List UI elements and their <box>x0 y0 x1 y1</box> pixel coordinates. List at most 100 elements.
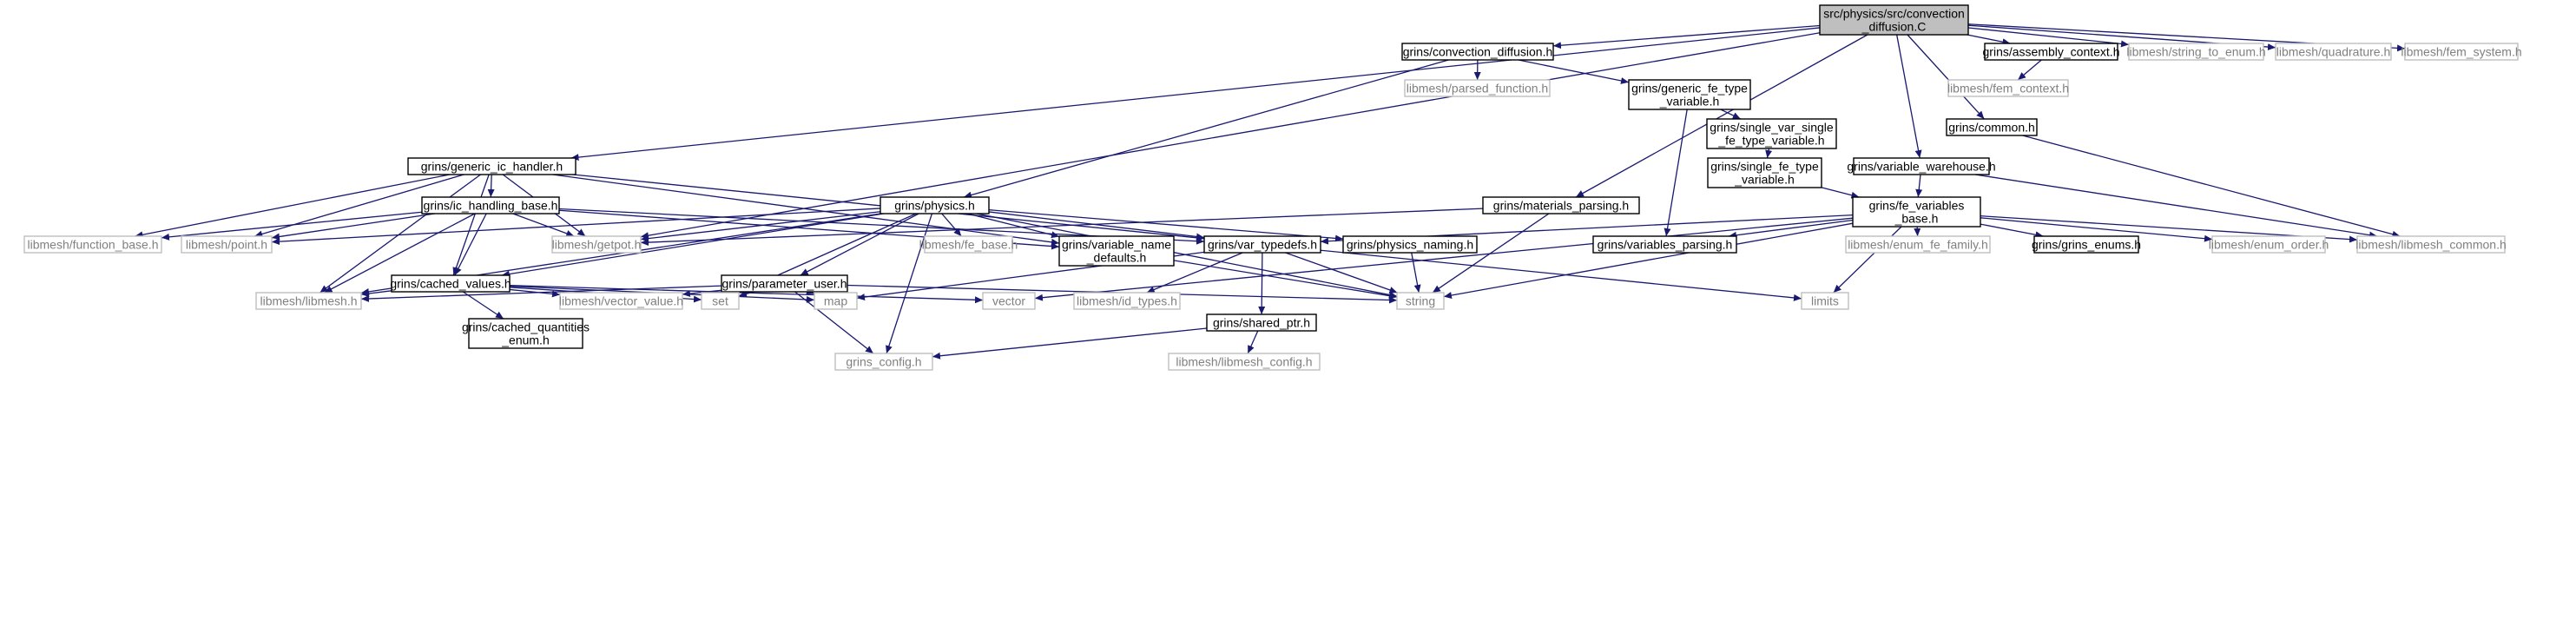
edge-generic_ic-to-var_name_defaults <box>552 174 1060 246</box>
node-box <box>924 235 1013 254</box>
node-label: limits <box>1811 294 1839 308</box>
edge-param_user-to-grins_config <box>794 291 874 354</box>
node-box <box>880 196 990 214</box>
node-label: grins/variables_parsing.h <box>1598 238 1733 252</box>
node-label: libmesh/point.h <box>186 238 267 252</box>
node-box <box>814 292 858 310</box>
node-label: grins/generic_ic_handler.h <box>421 160 563 174</box>
node-map: map <box>814 292 858 310</box>
node-cached_quant[interactable]: grins/cached_quantities_enum.h <box>462 318 590 349</box>
node-fem_context: libmesh/fem_context.h <box>1947 79 2069 97</box>
node-label: grins/fe_variables <box>1869 199 1965 213</box>
node-variables_parsing[interactable]: grins/variables_parsing.h <box>1592 235 1737 254</box>
node-label: _enum.h <box>501 333 549 347</box>
node-ic_base[interactable]: grins/ic_handling_base.h <box>421 196 560 214</box>
edge-fe_vars_base-to-variables_parsing <box>1728 219 1854 239</box>
edge-ic_base-to-function_base <box>161 211 423 241</box>
node-box <box>2033 235 2139 254</box>
node-box <box>421 196 560 214</box>
node-root[interactable]: src/physics/src/convection_diffusion.C <box>1819 4 1969 36</box>
node-conv_diff[interactable]: grins/convection_diffusion.h <box>1401 43 1554 61</box>
node-box <box>834 353 933 371</box>
node-box <box>1706 118 1837 149</box>
node-box <box>2275 43 2392 61</box>
edge-physics-to-physics_naming <box>988 208 1344 242</box>
node-box <box>2211 235 2326 254</box>
node-label: map <box>824 294 847 308</box>
edge-conv_diff-to-physics <box>963 59 1449 199</box>
node-libmesh_config: libmesh/libmesh_config.h <box>1168 353 1321 371</box>
node-id_types: libmesh/id_types.h <box>1073 292 1181 310</box>
node-physics[interactable]: grins/physics.h <box>880 196 990 214</box>
node-box <box>2404 43 2519 61</box>
node-var_typedefs[interactable]: grins/var_typedefs.h <box>1203 235 1321 254</box>
node-label: grins/single_var_single <box>1710 121 1834 135</box>
node-box <box>1073 292 1181 310</box>
node-box <box>1206 313 1317 332</box>
node-label: grins/common.h <box>1948 121 2035 135</box>
node-generic_fe[interactable]: grins/generic_fe_type_variable.h <box>1628 79 1751 110</box>
node-shared_ptr[interactable]: grins/shared_ptr.h <box>1206 313 1317 332</box>
node-libmesh_h: libmesh/libmesh.h <box>255 292 362 310</box>
node-limits: limits <box>1801 292 1849 310</box>
node-box <box>1342 235 1478 254</box>
edge-var_typedefs-to-string <box>1285 252 1398 294</box>
node-grins_enums[interactable]: grins/grins_enums.h <box>2032 235 2141 254</box>
edge-root-to-str_to_enum <box>1967 27 2130 48</box>
node-fe_base: libmesh/fe_base.h <box>919 235 1018 254</box>
edge-physics_naming-to-string <box>1411 252 1421 294</box>
node-box <box>1984 43 2118 61</box>
node-parsed_function: libmesh/parsed_function.h <box>1404 79 1551 97</box>
edge-fe_vars_base-to-enum_order <box>1980 217 2213 242</box>
edge-param_user-to-set <box>738 290 754 298</box>
edge-root-to-conv_diff <box>1552 24 1821 49</box>
node-fe_vars_base[interactable]: grins/fe_variables_base.h <box>1852 196 1981 228</box>
node-assembly_ctx[interactable]: grins/assembly_context.h <box>1983 43 2120 61</box>
node-common[interactable]: grins/common.h <box>1946 118 2038 136</box>
node-fem_system: libmesh/fem_system.h <box>2401 43 2522 61</box>
edge-var_typedefs-to-id_types <box>1146 252 1243 294</box>
node-var_name_defaults[interactable]: grins/variable_name_defaults.h <box>1058 235 1175 267</box>
node-physics_naming[interactable]: grins/physics_naming.h <box>1342 235 1478 254</box>
edge-conv_diff-to-generic_fe <box>1518 59 1630 84</box>
edge-physics-to-point <box>271 208 881 246</box>
node-single_var[interactable]: grins/single_var_single_fe_type_variable… <box>1706 118 1837 149</box>
node-string: string <box>1396 292 1445 310</box>
node-single_fe[interactable]: grins/single_fe_type_variable.h <box>1707 157 1822 188</box>
node-label: grins/variable_name <box>1062 238 1171 252</box>
node-box <box>1396 292 1445 310</box>
node-box <box>391 274 511 293</box>
node-box <box>468 318 583 349</box>
node-cached_values[interactable]: grins/cached_values.h <box>390 274 511 293</box>
node-label: libmesh/getpot.h <box>552 238 642 252</box>
edge-var_warehouse-to-fe_vars_base <box>1915 174 1923 198</box>
edge-generic_ic-to-libmesh_h <box>320 174 481 294</box>
node-label: libmesh/libmesh_config.h <box>1176 355 1312 369</box>
node-label: grins/generic_fe_type <box>1631 82 1748 96</box>
node-label: libmesh/vector_value.h <box>559 294 683 308</box>
edge-var_typedefs-to-limits <box>1320 249 1802 301</box>
node-generic_ic[interactable]: grins/generic_ic_handler.h <box>407 157 576 175</box>
node-box <box>1592 235 1737 254</box>
node-label: grins/parameter_user.h <box>722 277 847 291</box>
node-label: grins/grins_enums.h <box>2032 238 2141 252</box>
node-box <box>1168 353 1321 371</box>
node-vector_value: libmesh/vector_value.h <box>559 292 683 310</box>
edge-ic_base-to-point <box>271 213 435 241</box>
node-var_warehouse[interactable]: grins/variable_warehouse.h <box>1847 157 1996 175</box>
edge-root-to-getpot <box>640 32 1821 240</box>
edge-cached_values-to-libmesh_h <box>360 290 392 297</box>
node-label: libmesh/libmesh_common.h <box>2355 238 2507 252</box>
node-libmesh_common: libmesh/libmesh_common.h <box>2355 235 2507 254</box>
edge-physics-to-param_user <box>800 213 919 276</box>
edge-physics-to-fe_base <box>941 213 962 237</box>
node-label: grins/physics_naming.h <box>1347 238 1473 252</box>
node-param_user[interactable]: grins/parameter_user.h <box>721 274 848 293</box>
edge-fe_vars_base-to-vector <box>1034 217 1854 301</box>
edge-shared_ptr-to-grins_config <box>932 327 1208 360</box>
node-set: set <box>701 292 740 310</box>
node-materials[interactable]: grins/materials_parsing.h <box>1482 196 1640 214</box>
node-quadrature: libmesh/quadrature.h <box>2275 43 2392 61</box>
node-label: libmesh/libmesh.h <box>260 294 357 308</box>
